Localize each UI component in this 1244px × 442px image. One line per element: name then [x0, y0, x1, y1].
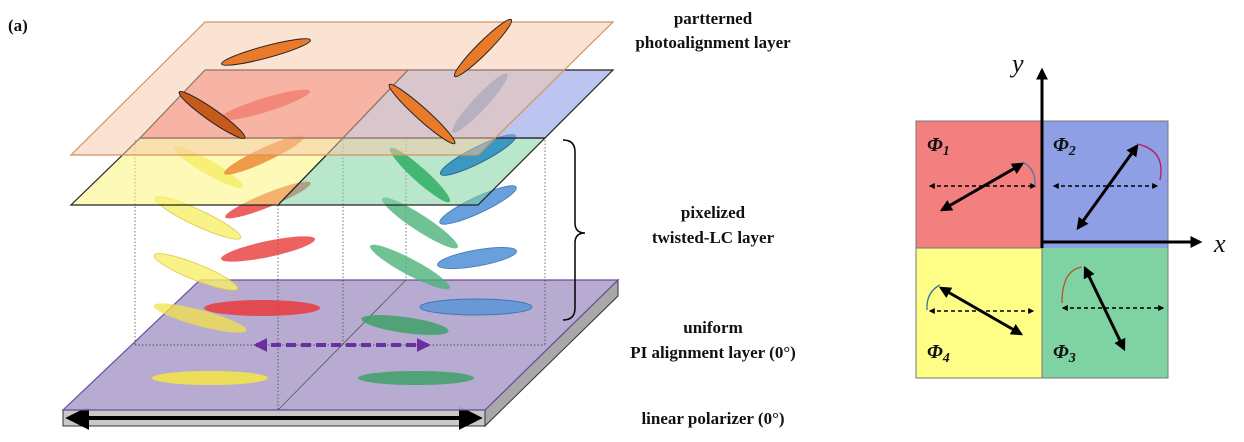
- label-pixelized: pixelized: [681, 203, 746, 222]
- phi3-director-arrow: [1083, 265, 1126, 352]
- lc-layer-brace: [562, 139, 586, 321]
- panel-label: (a): [8, 16, 28, 35]
- label-patterned: partterned: [674, 9, 753, 28]
- phi1-director-arrow: [939, 162, 1025, 212]
- phi2-label: Φ2: [1053, 134, 1076, 159]
- phi3-label: Φ3: [1053, 341, 1076, 366]
- label-polarizer: linear polarizer (0°): [641, 409, 784, 428]
- y-axis-label: y: [1009, 49, 1024, 78]
- quadrant-diagram: y x Φ1 Φ2 Φ3 Φ4: [915, 49, 1226, 379]
- phi2-director-arrow: [1076, 144, 1139, 230]
- photoalignment-layer: [69, 18, 615, 156]
- label-twisted-lc: twisted-LC layer: [652, 228, 775, 247]
- phi4-label: Φ4: [927, 341, 950, 366]
- x-axis-label: x: [1213, 229, 1226, 258]
- label-pi-alignment: PI alignment layer (0°): [630, 343, 796, 362]
- phi1-label: Φ1: [927, 134, 950, 159]
- label-uniform: uniform: [683, 318, 743, 337]
- phi4-director-arrow: [938, 286, 1024, 336]
- linear-polarizer-slab: [62, 278, 619, 430]
- label-photoalignment: photoalignment layer: [635, 33, 791, 52]
